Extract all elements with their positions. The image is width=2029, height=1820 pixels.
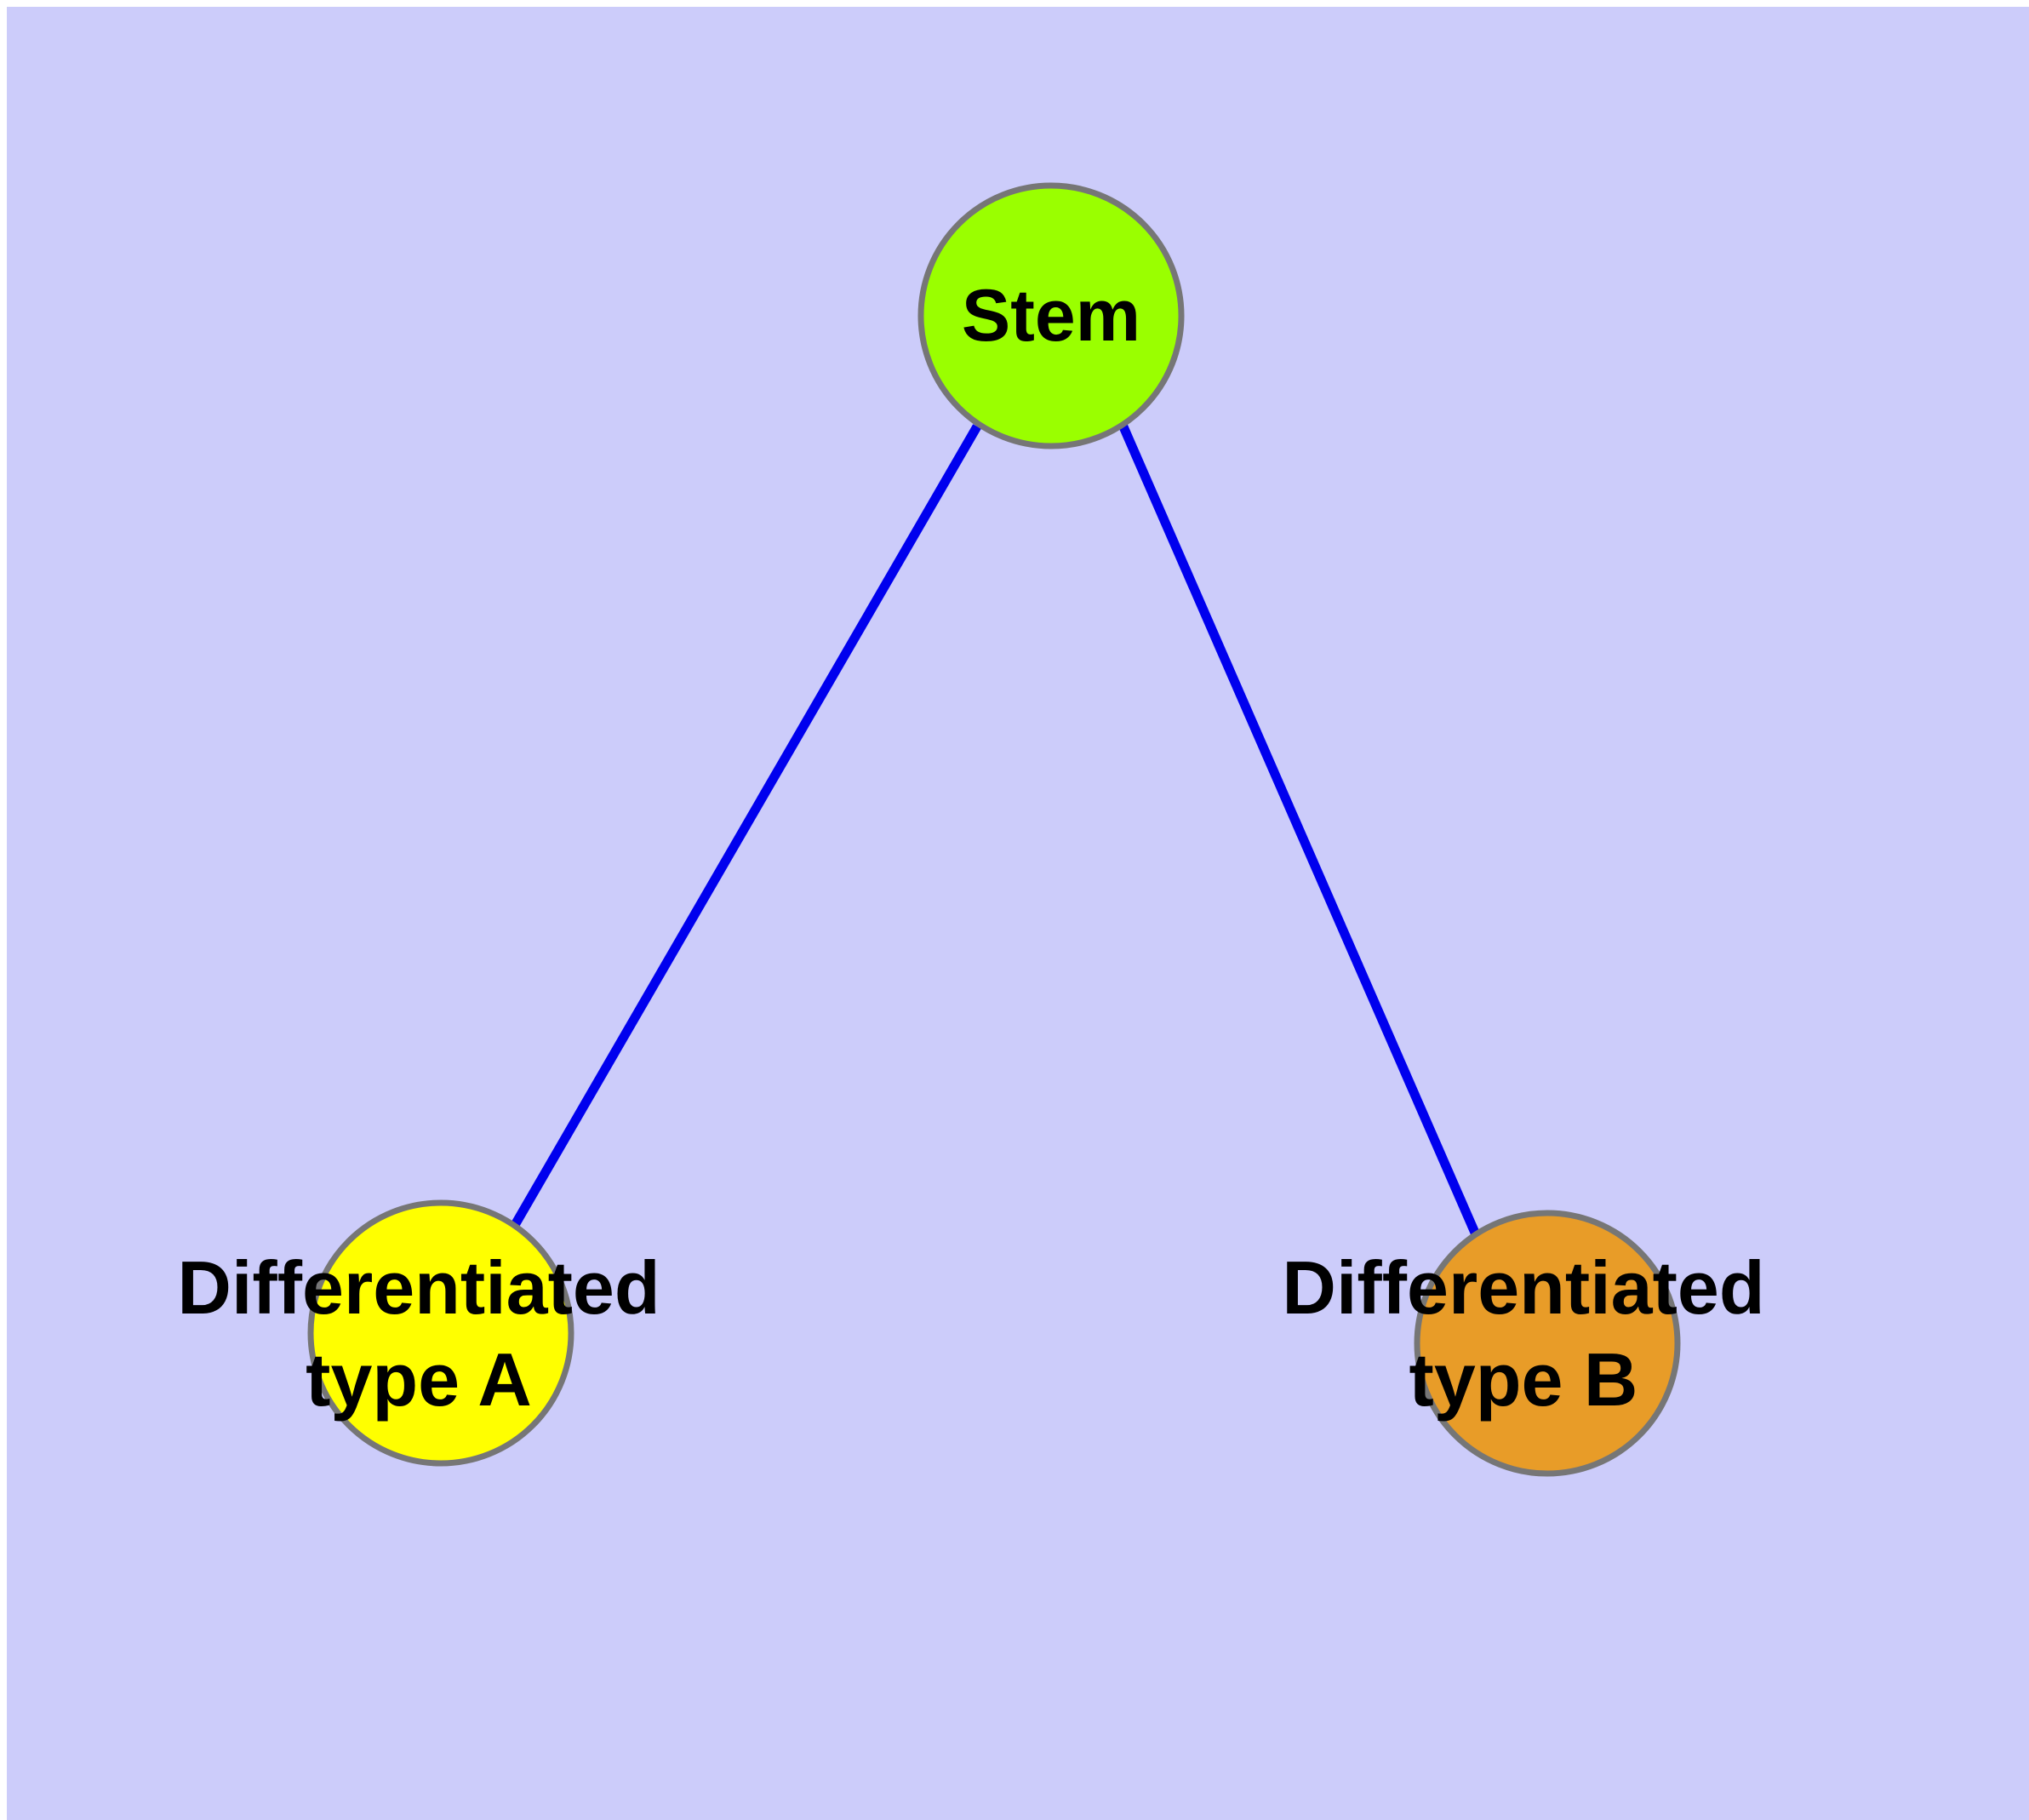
node-layer: Stem Differentiated type A Differentiate…	[177, 182, 1765, 1477]
node-stem-circle[interactable]	[917, 182, 1185, 449]
edge-stem-to-differentiated-type-a[interactable]	[511, 424, 981, 1228]
node-differentiated-type-a-circle[interactable]	[307, 1199, 574, 1467]
node-differentiated-type-b-circle[interactable]	[1414, 1210, 1681, 1477]
node-differentiated-type-b-label-line2: type B	[1409, 1337, 1638, 1422]
node-stem[interactable]: Stem	[917, 182, 1185, 449]
node-differentiated-type-b[interactable]: Differentiated type B	[1282, 1210, 1765, 1477]
node-differentiated-type-a-label-line1: Differentiated	[177, 1245, 660, 1330]
node-stem-label: Stem	[962, 275, 1140, 357]
node-differentiated-type-a[interactable]: Differentiated type A	[177, 1199, 660, 1467]
node-differentiated-type-b-label-line1: Differentiated	[1282, 1245, 1764, 1330]
node-differentiated-type-a-label-line2: type A	[306, 1337, 532, 1422]
edge-layer	[511, 422, 1480, 1235]
edge-stem-to-differentiated-type-b[interactable]	[1117, 422, 1480, 1235]
